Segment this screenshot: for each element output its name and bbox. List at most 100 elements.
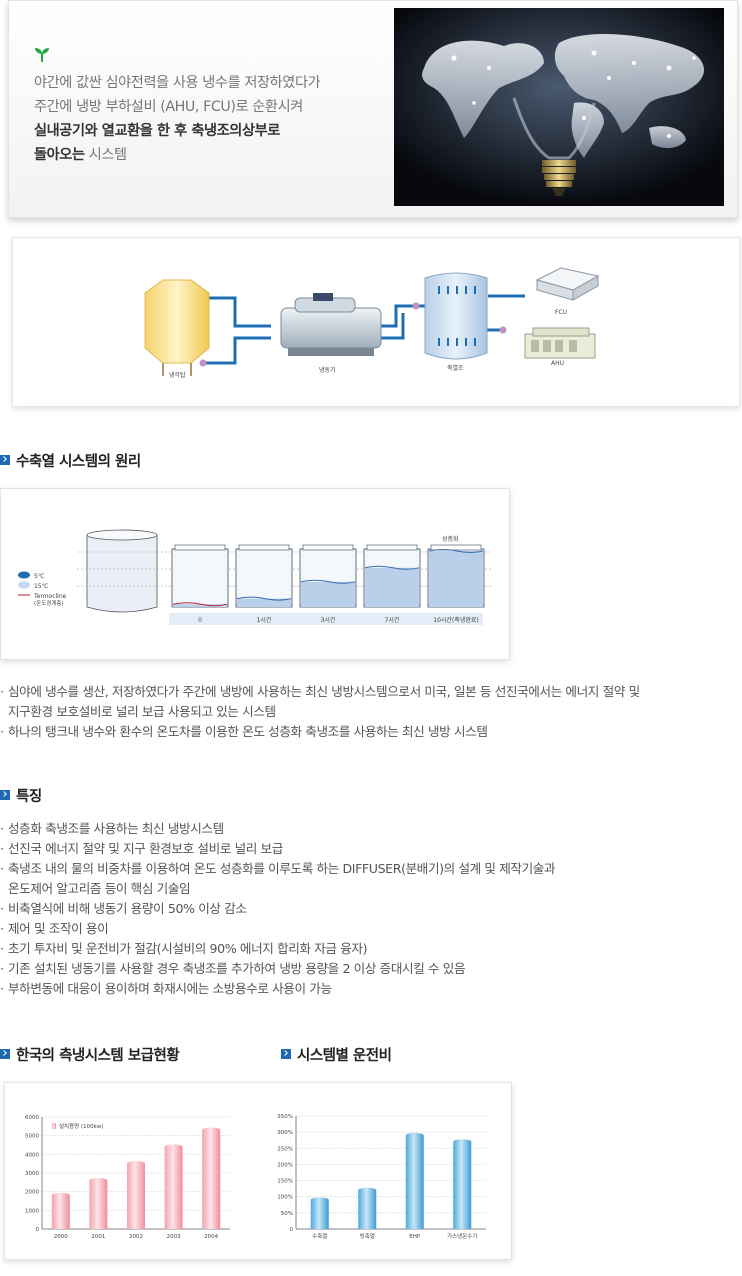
y-tick-label: 4000 bbox=[25, 1152, 39, 1158]
legend-warm: 15℃ bbox=[34, 583, 49, 590]
cold-water-fill bbox=[365, 567, 419, 607]
list-item-continued: 지구환경 보호설비로 널리 보급 사용되고 있는 시스템 bbox=[8, 704, 276, 719]
bar-cap bbox=[310, 1197, 329, 1203]
bar-cap bbox=[51, 1192, 70, 1198]
bar-cap bbox=[405, 1132, 424, 1138]
system-diagram: 냉각탑 냉동기 축열조 bbox=[12, 237, 740, 407]
hero-line: 주간에 냉방 부하설비 (AHU, FCU)로 순환시켜 bbox=[34, 99, 303, 115]
list-item: ·하나의 탱크내 냉수와 환수의 온도차를 이용한 온도 성층화 축냉조를 사용… bbox=[0, 724, 488, 739]
section-title: 한국의 측냉시스템 보급현황 bbox=[16, 1047, 180, 1064]
bar-cap bbox=[453, 1139, 472, 1145]
list-item: ·초기 투자비 및 운전비가 절감(시설비의 90% 에너지 합리화 자금 융자… bbox=[0, 941, 368, 956]
chiller-icon bbox=[280, 293, 382, 356]
legend-swatch bbox=[52, 1123, 56, 1129]
timeline-label: 10시간(축냉완료) bbox=[433, 616, 478, 624]
cooling-tower-label: 냉각탑 bbox=[169, 371, 186, 379]
stratification-tank bbox=[235, 544, 293, 608]
legend-cold: 5℃ bbox=[34, 573, 45, 580]
x-tick-label: 가스냉온수기 bbox=[447, 1232, 477, 1240]
ahu-label: AHU bbox=[551, 360, 564, 367]
bar-cap bbox=[164, 1144, 183, 1150]
section-heading: 수축열 시스템의 원리 bbox=[0, 450, 141, 470]
ahu-icon bbox=[524, 327, 596, 359]
list-item: ·기존 설치된 냉동기를 사용할 경우 축냉조를 추가하여 냉방 용량을 2 이… bbox=[0, 961, 466, 976]
timeline-label: 1시간 bbox=[257, 616, 272, 624]
y-tick-label: 350% bbox=[277, 1114, 293, 1120]
bar bbox=[358, 1190, 377, 1229]
stratification-tank bbox=[363, 544, 421, 608]
section-title: 시스템별 운전비 bbox=[297, 1047, 392, 1064]
cold-water-fill bbox=[429, 551, 483, 607]
cold-water-fill bbox=[237, 598, 291, 607]
section-heading: 한국의 측냉시스템 보급현황 bbox=[0, 1044, 180, 1064]
y-tick-label: 100% bbox=[277, 1195, 293, 1201]
section-title: 수축열 시스템의 원리 bbox=[16, 453, 141, 470]
section-arrow-icon bbox=[0, 1049, 10, 1059]
y-tick-label: 250% bbox=[277, 1146, 293, 1152]
x-tick-label: 2000 bbox=[54, 1234, 68, 1240]
timeline-label: 3시간 bbox=[321, 616, 336, 624]
y-tick-label: 2000 bbox=[25, 1190, 39, 1196]
legend-label: 설치용량 (100kw) bbox=[59, 1122, 103, 1130]
bar-cap bbox=[358, 1187, 377, 1193]
stratification-tank bbox=[427, 544, 485, 608]
hero-line: 시스템 bbox=[84, 147, 127, 163]
timeline-label: 0 bbox=[198, 617, 202, 624]
list-item: ·비축열식에 비해 냉동기 용량이 50% 이상 감소 bbox=[0, 901, 247, 916]
stratified-label: 성층화 bbox=[442, 535, 459, 543]
list-item-continued: 온도제어 알고리즘 등이 핵심 기술임 bbox=[8, 881, 191, 896]
section-arrow-icon bbox=[281, 1049, 291, 1059]
principle-diagram: 5℃ 15℃ Termocline (온도경계층) 성층화 0 1시간 3시간 7시간… bbox=[0, 488, 510, 660]
bar-cap bbox=[89, 1177, 108, 1183]
cold-water-fill bbox=[301, 581, 355, 607]
x-tick-label: 2004 bbox=[204, 1234, 218, 1240]
section-heading: 특징 bbox=[0, 785, 42, 805]
thermocline-line bbox=[428, 549, 484, 553]
y-tick-label: 200% bbox=[277, 1162, 293, 1168]
storage-tank-icon bbox=[424, 272, 488, 360]
section-title: 특징 bbox=[16, 788, 42, 805]
x-tick-label: 빙축열 bbox=[360, 1232, 375, 1240]
legend-thermocline-note: (온도경계층) bbox=[34, 599, 64, 607]
bar bbox=[310, 1199, 329, 1229]
feature-bullets: ·성층화 축냉조를 사용하는 최신 냉방시스템 ·선진국 에너지 절약 및 지구… bbox=[0, 819, 556, 999]
bar bbox=[453, 1141, 472, 1229]
y-tick-label: 0 bbox=[36, 1227, 40, 1233]
section-heading: 시스템별 운전비 bbox=[281, 1044, 392, 1064]
stratification-tank bbox=[171, 544, 229, 608]
bar bbox=[51, 1195, 70, 1229]
y-tick-label: 3000 bbox=[25, 1171, 39, 1177]
y-tick-label: 0 bbox=[290, 1227, 294, 1233]
hero-line-bold: 돌아오는 bbox=[34, 147, 85, 163]
bar-cap bbox=[202, 1127, 221, 1133]
x-tick-label: 2002 bbox=[129, 1234, 143, 1240]
list-item: ·성층화 축냉조를 사용하는 최신 냉방시스템 bbox=[0, 821, 224, 836]
thermocline-line bbox=[364, 565, 420, 570]
thermocline-line bbox=[172, 602, 228, 607]
large-tank-icon bbox=[86, 529, 158, 613]
thermocline-line bbox=[236, 596, 292, 601]
fcu-icon bbox=[535, 267, 600, 301]
storage-tank-label: 축열조 bbox=[447, 364, 464, 372]
y-tick-label: 150% bbox=[277, 1179, 293, 1185]
stratification-tank bbox=[299, 544, 357, 608]
lightbulb-world-map-image bbox=[394, 8, 724, 206]
hero-description: 야간에 값싼 심야전력을 사용 냉수를 저장하였다가 주간에 냉방 부하설비 (… bbox=[34, 71, 394, 167]
hero-banner: 야간에 값싼 심야전력을 사용 냉수를 저장하였다가 주간에 냉방 부하설비 (… bbox=[8, 0, 738, 218]
y-tick-label: 6000 bbox=[25, 1115, 39, 1121]
list-item: ·선진국 에너지 절약 및 지구 환경보호 설비로 널리 보급 bbox=[0, 841, 283, 856]
x-tick-label: 수축열 bbox=[312, 1232, 327, 1240]
hero-line-bold: 실내공기와 열교환을 한 후 축냉조의상부로 bbox=[34, 123, 280, 139]
bar bbox=[405, 1135, 424, 1229]
y-tick-label: 50% bbox=[281, 1211, 293, 1217]
legend-thermocline: Termocline bbox=[33, 593, 67, 600]
x-tick-label: EHP bbox=[409, 1234, 421, 1240]
hero-line: 야간에 값싼 심야전력을 사용 냉수를 저장하였다가 bbox=[34, 75, 321, 91]
list-item: ·제어 및 조작이 용이 bbox=[0, 921, 109, 936]
list-item: ·심야에 냉수를 생산, 저장하였다가 주간에 냉방에 사용하는 최신 냉방시스… bbox=[0, 684, 640, 699]
principle-bullets: ·심야에 냉수를 생산, 저장하였다가 주간에 냉방에 사용하는 최신 냉방시스… bbox=[0, 682, 640, 742]
list-item: ·축냉조 내의 물의 비중차를 이용하여 온도 성층화를 이루도록 하는 DIF… bbox=[0, 861, 556, 876]
timeline-label: 7시간 bbox=[385, 616, 400, 624]
